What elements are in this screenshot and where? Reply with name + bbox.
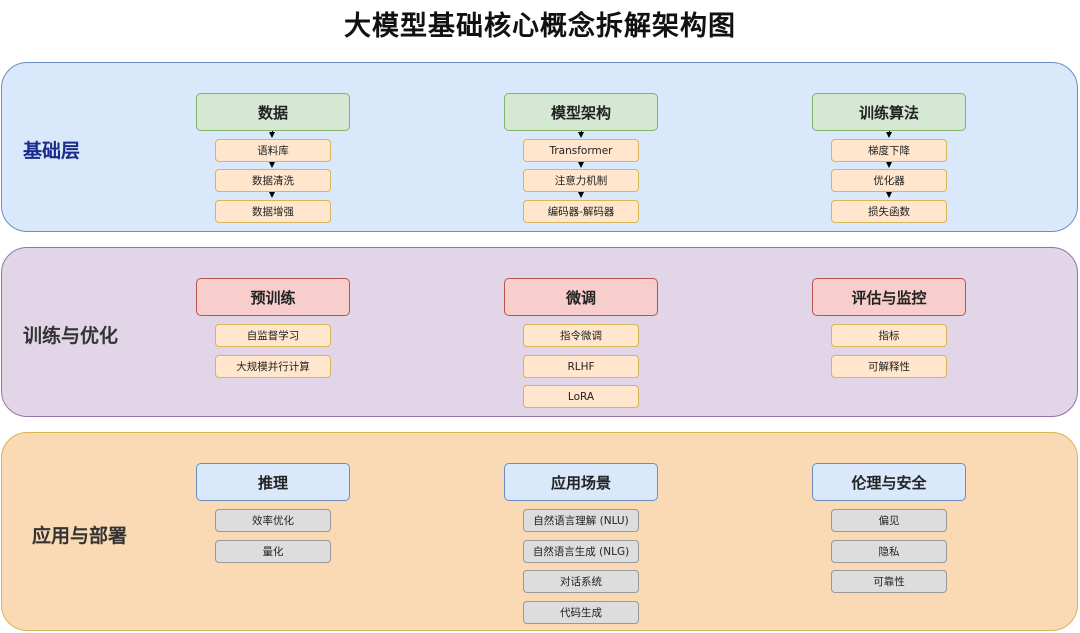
- category-pretraining: 预训练: [196, 278, 350, 316]
- item-dialogue: 对话系统: [523, 570, 639, 593]
- arrow-down: [578, 162, 584, 168]
- item-nlg: 自然语言生成 (NLG): [523, 540, 639, 563]
- item-code-generation: 代码生成: [523, 601, 639, 624]
- layer-application-label: 应用与部署: [32, 525, 128, 547]
- category-inference: 推理: [196, 463, 350, 501]
- item-transformer: Transformer: [523, 139, 639, 162]
- item-rlhf: RLHF: [523, 355, 639, 378]
- arrow-down: [269, 192, 275, 198]
- category-ethics-safety: 伦理与安全: [812, 463, 966, 501]
- item-self-supervised: 自监督学习: [215, 324, 331, 347]
- item-corpus: 语料库: [215, 139, 331, 162]
- arrow-down: [269, 162, 275, 168]
- arrow-down: [886, 162, 892, 168]
- arrow-down: [886, 192, 892, 198]
- layer-training-label: 训练与优化: [23, 325, 119, 347]
- category-evaluation-monitoring: 评估与监控: [812, 278, 966, 316]
- diagram-title: 大模型基础核心概念拆解架构图: [344, 11, 736, 42]
- item-efficiency: 效率优化: [215, 509, 331, 532]
- item-instruction-tuning: 指令微调: [523, 324, 639, 347]
- arrow-down: [269, 132, 275, 138]
- item-attention: 注意力机制: [523, 169, 639, 192]
- item-encoder-decoder: 编码器-解码器: [523, 200, 639, 223]
- item-lora: LoRA: [523, 385, 639, 408]
- item-bias: 偏见: [831, 509, 947, 532]
- category-data: 数据: [196, 93, 350, 131]
- item-data-cleaning: 数据清洗: [215, 169, 331, 192]
- item-interpretability: 可解释性: [831, 355, 947, 378]
- item-loss-function: 损失函数: [831, 200, 947, 223]
- item-gradient-descent: 梯度下降: [831, 139, 947, 162]
- item-parallel-computing: 大规模并行计算: [215, 355, 331, 378]
- item-quantization: 量化: [215, 540, 331, 563]
- item-optimizer: 优化器: [831, 169, 947, 192]
- arrow-down: [578, 192, 584, 198]
- item-reliability: 可靠性: [831, 570, 947, 593]
- category-model-architecture: 模型架构: [504, 93, 658, 131]
- layer-foundation-label: 基础层: [23, 140, 81, 162]
- category-finetuning: 微调: [504, 278, 658, 316]
- arrow-down: [578, 132, 584, 138]
- item-privacy: 隐私: [831, 540, 947, 563]
- item-nlu: 自然语言理解 (NLU): [523, 509, 639, 532]
- item-data-augmentation: 数据增强: [215, 200, 331, 223]
- category-applications: 应用场景: [504, 463, 658, 501]
- category-training-algorithms: 训练算法: [812, 93, 966, 131]
- item-metrics: 指标: [831, 324, 947, 347]
- arrow-down: [886, 132, 892, 138]
